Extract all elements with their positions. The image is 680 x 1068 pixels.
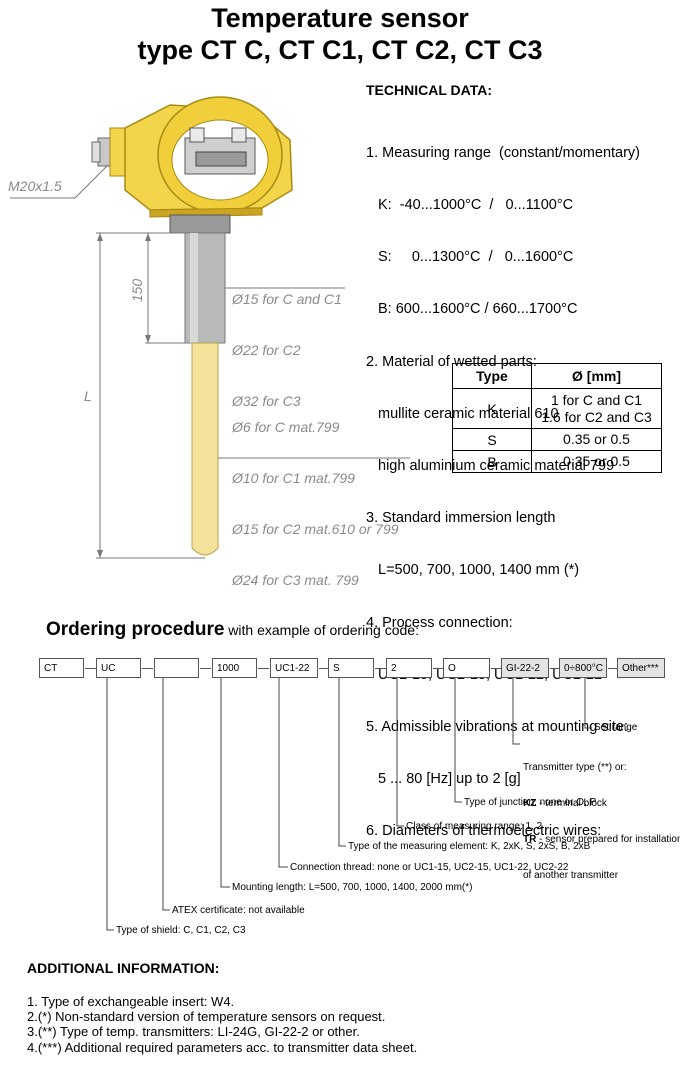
code-separator [258, 668, 269, 669]
code-box [154, 658, 199, 678]
tech-line: S: 0...1300°C / 0...1600°C [378, 249, 574, 266]
connection-head [124, 96, 293, 218]
page-title: Temperature sensor [211, 3, 469, 33]
tech-line: 3. Standard immersion length [366, 510, 556, 527]
tech-line: B: 600...1600°C / 660...1700°C [378, 301, 578, 318]
tr-text: - sensor prepared for installation [536, 834, 680, 845]
annotation-junction: Type of junction: none or O, P [464, 797, 597, 808]
code-box: O [443, 658, 490, 678]
code-box: S [328, 658, 374, 678]
annotation-length: Mounting length: L=500, 700, 1000, 1400,… [232, 882, 473, 893]
additional-info-line: 3.(**) Type of temp. transmitters: LI-24… [27, 1024, 360, 1040]
code-separator [608, 668, 617, 669]
ordering-title-bold: Ordering procedure [46, 619, 225, 640]
technical-data-heading: TECHNICAL DATA: [366, 82, 492, 98]
inner-diameter-line: Ø6 for C mat.799 [232, 419, 340, 435]
dimension-lines [10, 164, 410, 559]
kz-code: KZ [523, 798, 537, 809]
tech-line: 5. Admissible vibrations at mounting sit… [366, 719, 628, 736]
ordering-connectors [106, 678, 592, 931]
table-cell-type: B [452, 450, 532, 473]
code-separator [550, 668, 559, 669]
additional-info-line: 2.(*) Non-standard version of temperatur… [27, 1009, 386, 1025]
annotation-shield: Type of shield: C, C1, C2, C3 [116, 925, 246, 936]
outer-diameter-labels: Ø15 for C and C1 Ø22 for C2 Ø32 for C3 [232, 257, 342, 427]
tr-code: TR [523, 834, 537, 845]
code-separator [85, 668, 96, 669]
annotation-thread: Connection thread: none or UC1-15, UC2-1… [290, 862, 569, 873]
tube-highlight [190, 233, 198, 343]
page-subtitle: type CT C, CT C1, CT C2, CT C3 [137, 35, 543, 65]
annotation-transmitter-kz: KZ - terminal block [523, 798, 680, 810]
inner-diameter-line: Ø10 for C1 mat.799 [232, 470, 355, 486]
table-cell-type: K [452, 388, 532, 429]
outer-diameter-line: Ø15 for C and C1 [232, 291, 342, 307]
additional-info-list: 1. Type of exchangeable insert: W4. 2.(*… [27, 994, 417, 1055]
inner-diameter-line: Ø15 for C2 mat.610 or 799 [232, 521, 399, 537]
code-box: UC1-22 [270, 658, 318, 678]
ceramic-tube [191, 342, 219, 556]
table-cell-diameter: 1 for C and C1 1.6 for C2 and C3 [531, 388, 662, 429]
tech-line: 6. Diameters of thermoelectric wires: [366, 823, 602, 840]
inner-diameter-line: Ø24 for C3 mat. 799 [232, 572, 359, 588]
code-box: 2 [386, 658, 432, 678]
annotation-transmitter-line: Transmitter type (**) or: [523, 762, 627, 773]
dimension-150-label: 150 [129, 278, 146, 303]
outer-diameter-line: Ø22 for C2 [232, 342, 301, 358]
dimension-arrows [97, 233, 151, 558]
code-separator [142, 668, 153, 669]
wire-diameter-table: Type Ø [mm] K 1 for C and C1 1.6 for C2 … [452, 363, 662, 473]
code-separator [491, 668, 501, 669]
diameter-line: 1.6 for C2 and C3 [541, 408, 652, 425]
code-box: UC [96, 658, 141, 678]
ordering-title: Ordering procedure with example of order… [46, 619, 419, 641]
code-box: CT [39, 658, 84, 678]
annotation-set-range: Set range [594, 722, 638, 733]
code-separator [200, 668, 211, 669]
outer-diameter-line: Ø32 for C3 [232, 393, 301, 409]
inner-diameter-labels: Ø6 for C mat.799 Ø10 for C1 mat.799 Ø15 … [232, 385, 399, 606]
annotation-atex: ATEX certificate: not available [172, 905, 305, 916]
annotation-class: Class of measuring range: 1, 2 [406, 821, 543, 832]
table-header-diameter: Ø [mm] [531, 363, 662, 389]
code-box: GI-22-2 [501, 658, 549, 678]
tech-line: 4. Process connection: [366, 614, 513, 631]
additional-info-heading: ADDITIONAL INFORMATION: [27, 960, 220, 976]
table-cell-diameter: 0.35 or 0.5 [531, 428, 662, 451]
annotation-transmitter-line: of another transmitter [523, 870, 619, 881]
tech-line: K: -40...1000°C / 0...1100°C [378, 197, 574, 214]
diameter-line: 1 for C and C1 [550, 391, 643, 408]
table-header-type: Type [452, 363, 532, 389]
neck [169, 214, 231, 234]
code-separator [433, 668, 443, 669]
tech-line: L=500, 700, 1000, 1400 mm (*) [378, 562, 580, 579]
code-box: 0÷800°C [559, 658, 607, 678]
kz-text: - terminal block [536, 798, 607, 809]
code-separator [319, 668, 328, 669]
annotation-transmitter-tr: TR - sensor prepared for installation [523, 834, 680, 846]
sensor-drawing [10, 96, 410, 559]
annotation-transmitter: Transmitter type (**) or: KZ - terminal … [523, 738, 680, 894]
additional-info-line: 4.(***) Additional required parameters a… [27, 1039, 418, 1055]
annotation-element: Type of the measuring element: K, 2xK, S… [348, 841, 591, 852]
code-separator [375, 668, 386, 669]
tech-line: 5 ... 80 [Hz] up to 2 [g] [378, 771, 521, 788]
ordering-title-rest: with example of ordering code: [224, 622, 419, 638]
table-cell-type: S [452, 428, 532, 451]
dimension-L-label: L [84, 388, 92, 404]
table-cell-diameter: 0.35 or 0.5 [531, 450, 662, 473]
code-box: 1000 [212, 658, 257, 678]
code-box: Other*** [617, 658, 665, 678]
additional-info-line: 1. Type of exchangeable insert: W4. [27, 994, 235, 1009]
thread-label: M20x1.5 [8, 178, 62, 194]
tech-line: 1. Measuring range (constant/momentary) [366, 144, 641, 161]
